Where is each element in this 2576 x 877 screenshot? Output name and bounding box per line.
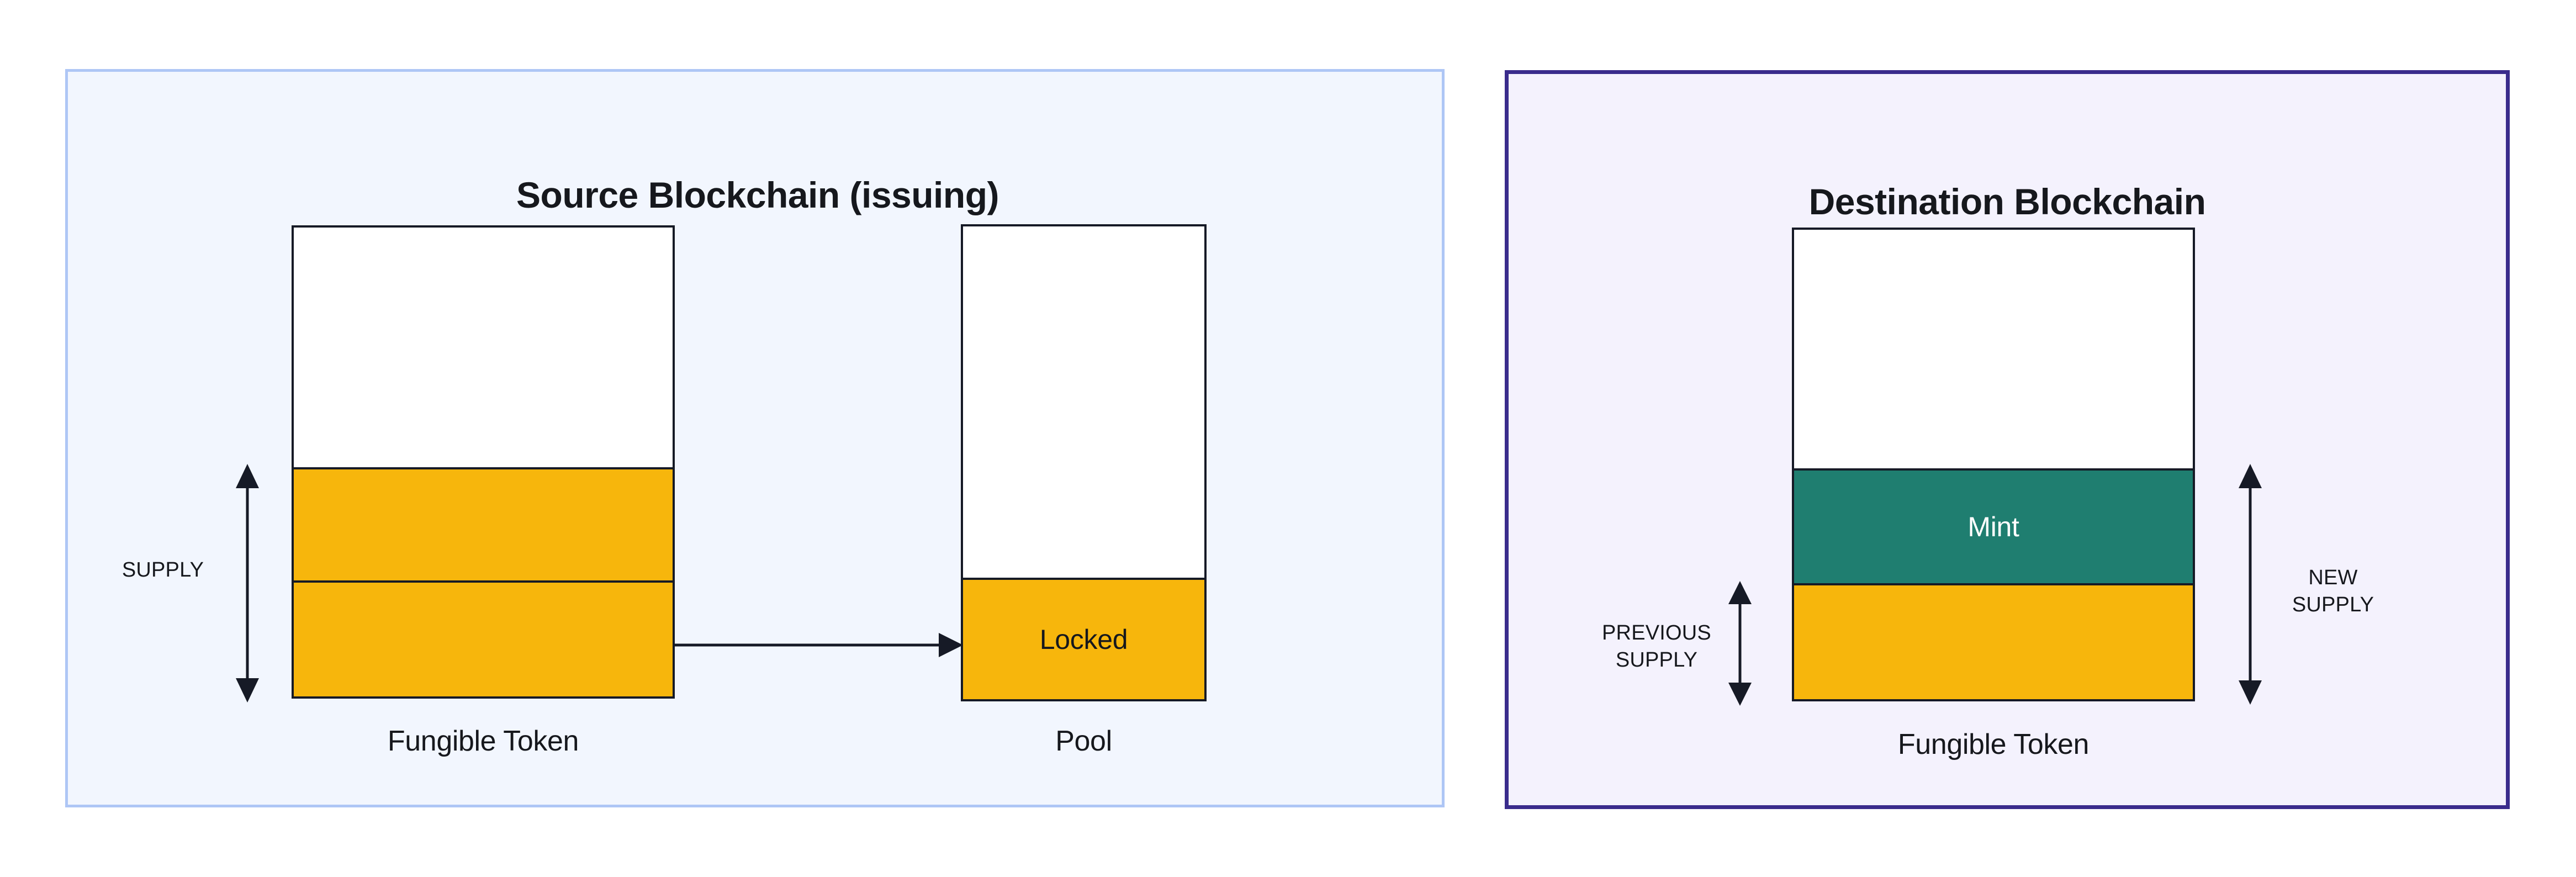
source-token-segment-lower [294,580,673,696]
pool-locked-label: Locked [1039,624,1128,655]
transfer-arrow-icon [673,628,965,662]
source-blockchain-panel: Source Blockchain (issuing) [65,69,1445,807]
source-panel-title: Source Blockchain (issuing) [516,175,999,215]
new-supply-dimension-label: NEW SUPPLY [2292,566,2374,616]
supply-dimension-arrow [235,464,260,702]
destination-panel-title: Destination Blockchain [1808,181,2206,222]
destination-mint-segment: Mint [1794,468,2193,583]
destination-fungible-token-caption: Fungible Token [1897,728,2090,760]
previous-supply-dimension-arrow [1727,581,1753,706]
source-fungible-token-caption: Fungible Token [387,725,579,757]
previous-supply-dimension-label: PREVIOUS SUPPLY [1602,621,1711,672]
source-pool-bar: Locked [961,224,1207,701]
source-pool-caption: Pool [1055,725,1112,757]
supply-dimension-label: SUPPLY [121,558,204,582]
destination-previous-supply-segment [1794,583,2193,699]
pool-locked-segment: Locked [963,578,1204,699]
source-token-segment-upper [294,467,673,580]
destination-fungible-token-bar: Mint [1792,228,2195,701]
source-fungible-token-bar [292,225,675,699]
destination-mint-label: Mint [1967,511,2019,542]
new-supply-dimension-arrow [2238,464,2263,705]
